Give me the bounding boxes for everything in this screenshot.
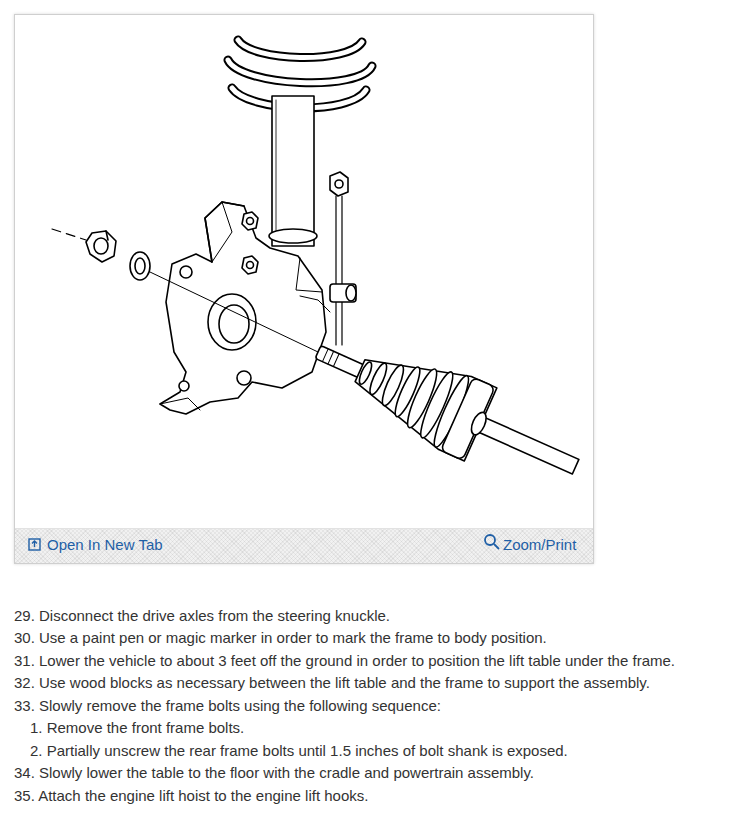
step-text: 31. Lower the vehicle to about 3 feet of… (14, 651, 675, 671)
hub-nut (86, 231, 116, 262)
step-text: 30. Use a paint pen or magic marker in o… (14, 628, 547, 648)
zoom-icon (485, 535, 499, 549)
tie-rod (330, 172, 356, 345)
step-text: 33. Slowly remove the frame bolts using … (14, 696, 441, 716)
steering-knuckle (160, 202, 330, 414)
drive-axle (302, 315, 592, 503)
clamp-bolts (242, 212, 258, 274)
axis-line (52, 229, 318, 352)
step-text: 35. Attach the engine lift hoist to the … (14, 786, 368, 806)
strut-tube (269, 96, 317, 246)
step-text: 32. Use wood blocks as necessary between… (14, 673, 650, 693)
open-tab-icon (29, 539, 40, 550)
step-text: 34. Slowly lower the table to the floor … (14, 763, 534, 783)
washer (130, 252, 150, 280)
toolbar-link: Open In New Tab (47, 535, 163, 555)
toolbar-link: Zoom/Print (503, 535, 576, 555)
substep-text: 2. Partially unscrew the rear frame bolt… (30, 741, 568, 761)
substep-text: 1. Remove the front frame bolts. (30, 718, 244, 738)
step-text: 29. Disconnect the drive axles from the … (14, 606, 390, 626)
